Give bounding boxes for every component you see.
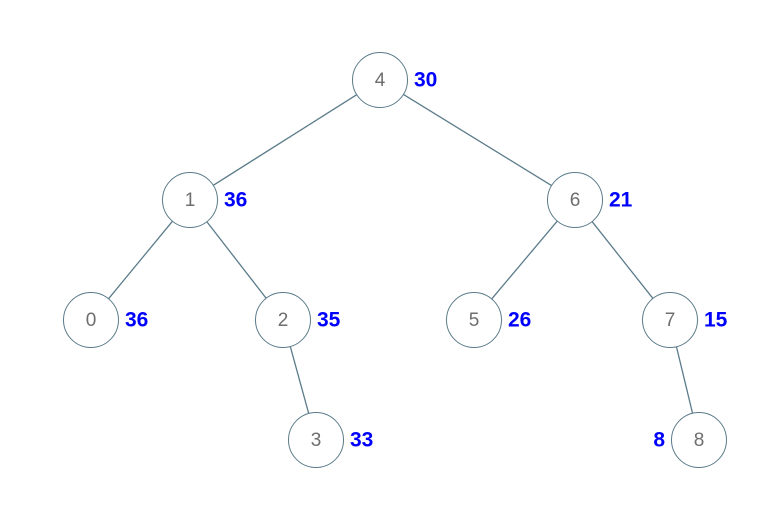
tree-node-3[interactable]: 3 [288,412,344,468]
tree-edge [108,220,173,300]
tree-node-label-1: 36 [224,188,248,212]
tree-node-2[interactable]: 2 [255,292,311,348]
tree-node-label-7: 15 [704,308,728,332]
tree-node-4[interactable]: 4 [352,52,408,108]
tree-node-label-2: 35 [317,308,341,332]
tree-edge [213,94,357,186]
tree-node-5[interactable]: 5 [446,292,502,348]
tree-edge [491,220,558,300]
tree-node-key: 8 [693,429,705,451]
tree-node-label-5: 26 [508,308,532,332]
tree-node-label-6: 21 [609,188,633,212]
tree-edge [206,221,267,299]
tree-edge [675,346,694,414]
tree-node-key: 5 [468,309,480,331]
tree-node-6[interactable]: 6 [547,172,603,228]
tree-node-key: 0 [85,309,97,331]
tree-node-key: 4 [374,69,386,91]
tree-edge [591,221,654,299]
tree-node-key: 1 [184,189,196,211]
tree-edge [289,346,310,414]
tree-node-key: 3 [310,429,322,451]
tree-node-label-4: 30 [414,68,438,92]
tree-node-key: 6 [569,189,581,211]
tree-node-8[interactable]: 8 [671,412,727,468]
tree-node-key: 7 [664,309,676,331]
tree-node-1[interactable]: 1 [162,172,218,228]
tree-node-label-3: 33 [350,428,374,452]
tree-node-7[interactable]: 7 [642,292,698,348]
tree-node-0[interactable]: 0 [63,292,119,348]
tree-node-label-8: 8 [653,428,665,452]
tree-node-key: 2 [277,309,289,331]
tree-node-label-0: 36 [125,308,149,332]
tree-edge [403,94,552,186]
